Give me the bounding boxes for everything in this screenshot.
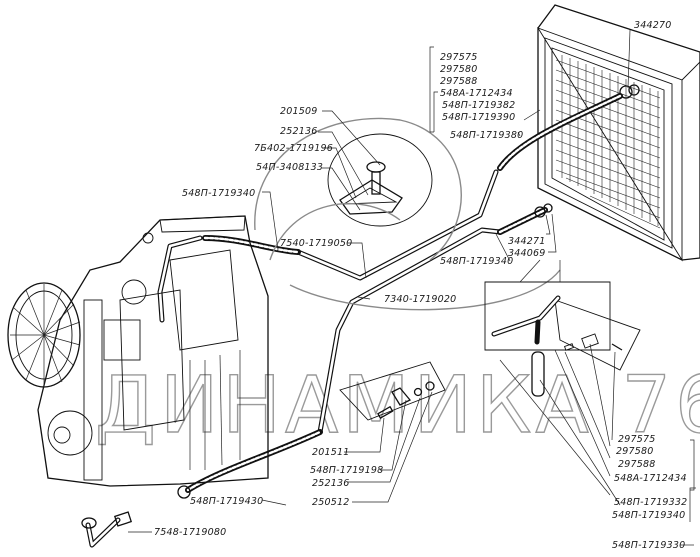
label-bracket-0: 201511 [312, 447, 349, 458]
piping [157, 93, 623, 499]
label-radiator-group-1: 297580 [440, 64, 477, 75]
label-tap-3: 54П-3408133 [256, 162, 323, 173]
label-handle-4: 548П-1719332 [614, 497, 687, 508]
label-radiator-group-5: 548П-1719390 [442, 112, 515, 123]
label-bracket-3: 250512 [312, 497, 349, 508]
leader-lines [128, 29, 696, 546]
label-handle-6: 548П-1719330 [612, 540, 685, 551]
label-handle-2: 297588 [618, 459, 655, 470]
label-radiator-group-3: 548A-1712434 [440, 88, 513, 99]
label-bracket-1: 548П-1719198 [310, 465, 383, 476]
tap-knob-icon [366, 161, 386, 173]
label-handle-3: 548A-1712434 [614, 473, 687, 484]
label-radiator-group-2: 297588 [440, 76, 477, 87]
label-fitting-right-0: 344271 [508, 236, 545, 247]
label-elbow: 7548-1719080 [154, 527, 226, 538]
handle-key [484, 260, 641, 397]
label-bracket-2: 252136 [312, 478, 349, 489]
label-radiator-group-6: 548П-1719380 [450, 130, 523, 141]
label-fitting-right-1: 344069 [508, 248, 545, 259]
label-hose-lower: 548П-1719430 [190, 496, 263, 507]
label-tube-upper: 7540-1719050 [280, 238, 352, 249]
watermark-text: ДИНАМИКА 76 [95, 361, 700, 451]
mounting-bracket [339, 361, 446, 421]
label-handle-0: 297575 [618, 434, 655, 445]
label-handle-1: 297580 [616, 446, 653, 457]
valve-tap [254, 117, 561, 311]
elbow-fitting [81, 511, 133, 548]
label-tube-mid: 7340-1719020 [384, 294, 456, 305]
radiator-fitting-icon [619, 85, 633, 99]
heater-radiator [536, 4, 700, 262]
label-tap-1: 252136 [280, 126, 317, 137]
label-tap-2: 7Б402-1719196 [254, 143, 333, 154]
label-hose-upper-left: 548П-1719340 [182, 188, 255, 199]
label-tap-0: 201509 [280, 106, 317, 117]
radiator-core-grid [555, 55, 661, 229]
label-radiator-fitting: 344270 [634, 20, 671, 31]
engine-block [7, 215, 269, 487]
part-labels: 344270 297575 297580 297588 548A-1712434… [154, 20, 687, 551]
fan-icon [7, 282, 81, 388]
label-radiator-group-4: 548П-1719382 [442, 100, 515, 111]
label-radiator-group-0: 297575 [440, 52, 477, 63]
label-hose-right: 548П-1719340 [440, 256, 513, 267]
label-handle-5: 548П-1719340 [612, 510, 685, 521]
